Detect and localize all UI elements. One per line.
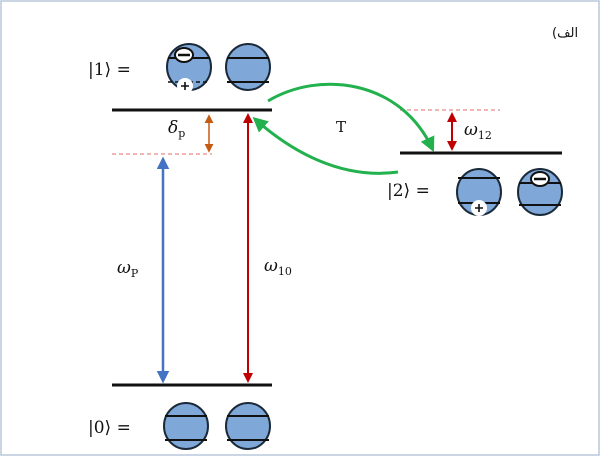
- panel-label: (الف: [552, 26, 579, 41]
- omega-10-subscript: 10: [277, 265, 292, 278]
- state-1-label: |1⟩ =: [88, 60, 131, 80]
- omega-10-symbol: ω: [264, 256, 278, 276]
- state-1-left-dot: [166, 43, 212, 94]
- pump-symbol: ω: [117, 258, 131, 278]
- omega-12-subscript: 12: [477, 129, 492, 142]
- state-2-right-dot: [517, 168, 563, 216]
- tunneling-arrow-backward: [252, 117, 399, 175]
- state-0-label: |0⟩ =: [88, 418, 131, 438]
- omega-10-label: ω10: [264, 256, 292, 278]
- omega-12-symbol: ω: [464, 120, 478, 140]
- state-2-left-dot: [456, 168, 502, 216]
- figure-frame: [0, 0, 600, 456]
- state-2-label: |2⟩ =: [387, 181, 430, 201]
- pump-subscript: P: [130, 267, 139, 280]
- detuning-symbol: δ: [168, 118, 179, 138]
- detuning-label: δp: [168, 118, 185, 140]
- omega-12-label: ω12: [464, 120, 492, 142]
- detuning-subscript: p: [178, 127, 186, 140]
- state-0-right-dot: [225, 402, 271, 450]
- state-0-left-dot: [163, 402, 209, 450]
- state-1-right-dot: [225, 43, 271, 91]
- tunneling-arrow-forward: [267, 82, 435, 153]
- pump-label: ωP: [117, 258, 138, 280]
- tunneling-label: T: [336, 118, 347, 136]
